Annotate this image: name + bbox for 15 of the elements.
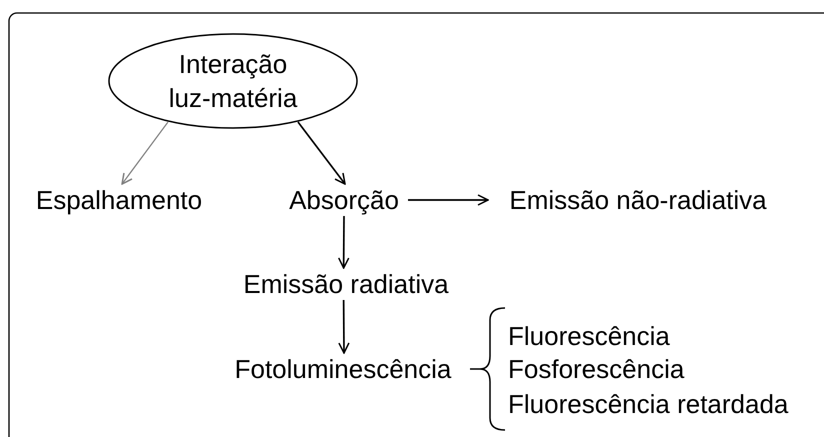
ellipse-node — [108, 33, 358, 129]
list-item-text: Fluorescência retardada — [508, 388, 788, 420]
node-label: Absorção — [289, 184, 399, 216]
list-item-text: Fosforescência — [508, 353, 684, 385]
arrow — [297, 121, 346, 185]
arrow — [338, 300, 350, 354]
arrow — [338, 216, 350, 269]
arrow — [121, 122, 168, 185]
arrow — [408, 194, 489, 206]
node-label: Espalhamento — [36, 184, 202, 216]
node-label: Emissão não-radiativa — [509, 184, 767, 216]
node-label: Interação luz-matéria — [168, 48, 298, 115]
list-item-text: Fluorescência — [508, 320, 670, 352]
node-label: Emissão radiativa — [243, 268, 449, 300]
node-label: Fotoluminescência — [234, 353, 452, 385]
